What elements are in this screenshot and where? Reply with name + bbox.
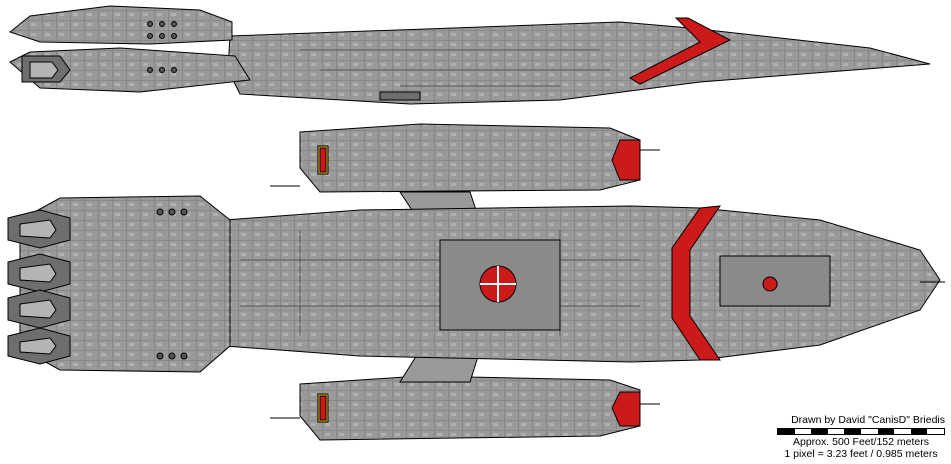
side-lower-nacelle — [9, 47, 251, 93]
scale-bar — [777, 428, 945, 435]
top-main-hull — [224, 205, 941, 363]
pixel-scale-label: 1 pixel = 3.23 feet / 0.985 meters — [784, 448, 938, 460]
top-view — [7, 123, 945, 441]
engine-bells — [7, 209, 71, 365]
bow-red-armor — [671, 205, 722, 361]
credits-block: Drawn by David "CanisD" Briedis Approx. … — [777, 414, 945, 460]
center-emblem — [479, 265, 517, 303]
side-red-armor — [628, 17, 732, 85]
author-credit: Drawn by David "CanisD" Briedis — [791, 414, 945, 426]
bow-emblem — [762, 276, 778, 292]
side-hull — [227, 21, 931, 105]
scale-label: Approx. 500 Feet/152 meters — [793, 436, 929, 448]
lower-pod — [299, 375, 641, 441]
side-upper-nacelle — [8, 5, 233, 45]
side-view — [8, 5, 931, 105]
upper-pod — [299, 123, 641, 193]
